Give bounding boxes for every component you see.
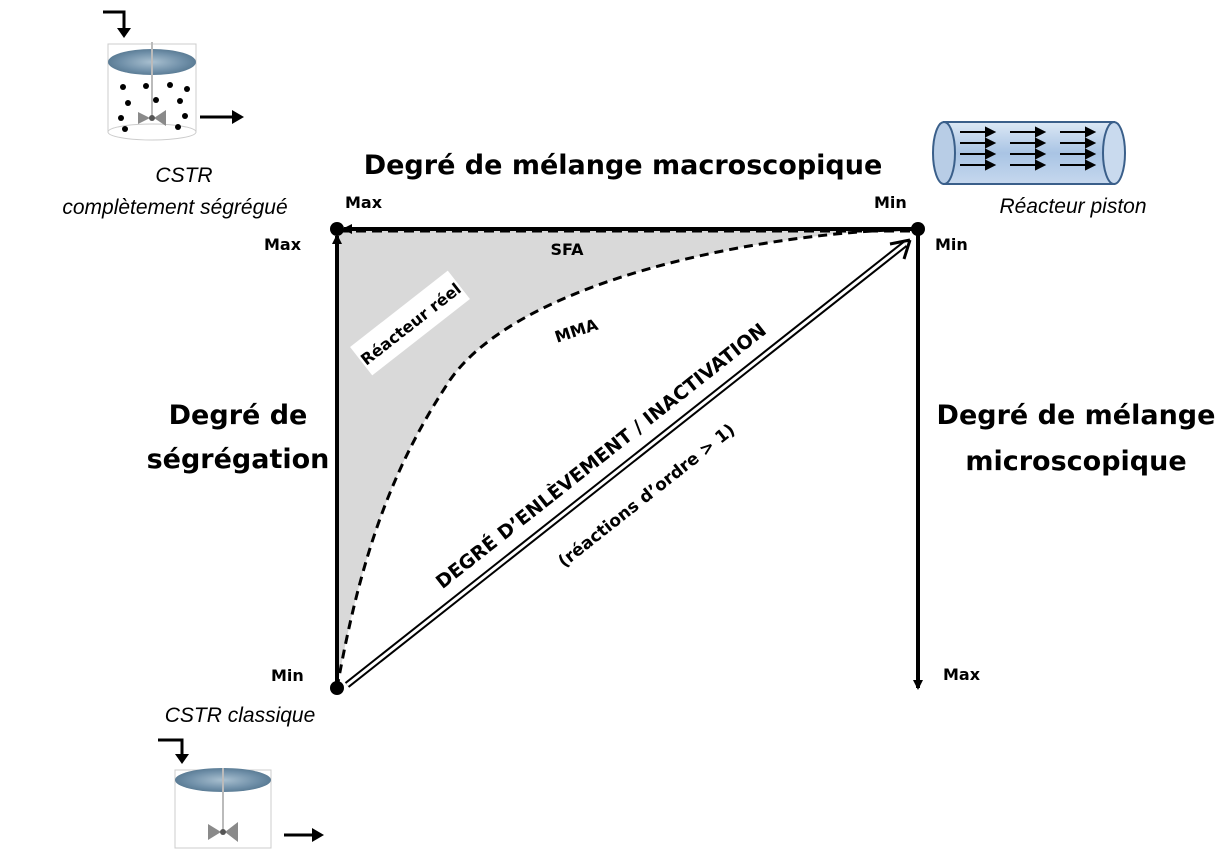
real-reactor-region (337, 229, 918, 688)
left-axis-max-label: Max (264, 235, 302, 254)
corner-dot-top-right (911, 222, 925, 236)
cstr-segregated-label-line1: CSTR (155, 164, 212, 187)
right-axis-title-line2: microscopique (965, 446, 1186, 477)
corner-dot-bottom-left (330, 681, 344, 695)
cstr-segregated-label-line2: complètement ségrégué (62, 196, 287, 219)
cstr-classic-label: CSTR classique (165, 704, 316, 727)
removal-degree-label: DEGRÉ D’ENLÈVEMENT / INACTIVATION (431, 318, 771, 593)
plug-flow-label: Réacteur piston (999, 195, 1146, 218)
sfa-label: SFA (551, 240, 585, 259)
right-axis-max-label: Max (943, 665, 981, 684)
top-axis-min-label: Min (874, 193, 907, 212)
mma-curve (335, 227, 919, 689)
cstr-classic-icon (158, 738, 324, 849)
right-axis-title-line1: Degré de mélange (937, 400, 1216, 431)
cstr-segregated-icon (103, 10, 244, 141)
plug-flow-reactor-icon (932, 121, 1126, 185)
left-axis-title-line1: Degré de (169, 400, 308, 431)
left-axis-min-label: Min (271, 666, 304, 685)
corner-dot-top-left (330, 222, 344, 236)
left-axis-title-line2: ségrégation (147, 444, 330, 475)
mma-label: MMA (552, 315, 601, 347)
right-axis-min-label: Min (935, 235, 968, 254)
top-axis-title: Degré de mélange macroscopique (364, 150, 883, 181)
removal-degree-arrow (344, 238, 912, 688)
top-axis-max-label: Max (345, 193, 383, 212)
